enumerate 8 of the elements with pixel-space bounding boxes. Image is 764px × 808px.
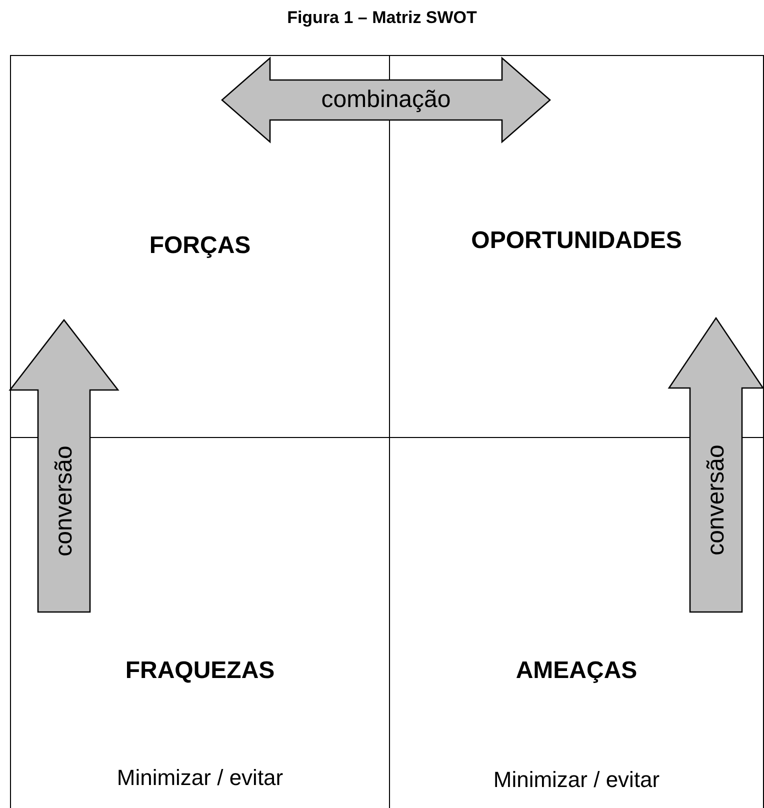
quadrant-heading: OPORTUNIDADES	[470, 227, 683, 255]
edge-label: combinação	[319, 88, 453, 112]
quadrant-heading: FRAQUEZAS	[124, 657, 276, 685]
quadrant-heading: FORÇAS	[148, 232, 252, 260]
quadrant-note: Minimizar / evitar	[116, 765, 284, 791]
figure-title: Figura 1 – Matriz SWOT	[286, 8, 478, 28]
quadrant-heading: AMEAÇAS	[514, 657, 638, 685]
quadrant-note: Minimizar / evitar	[492, 767, 661, 793]
